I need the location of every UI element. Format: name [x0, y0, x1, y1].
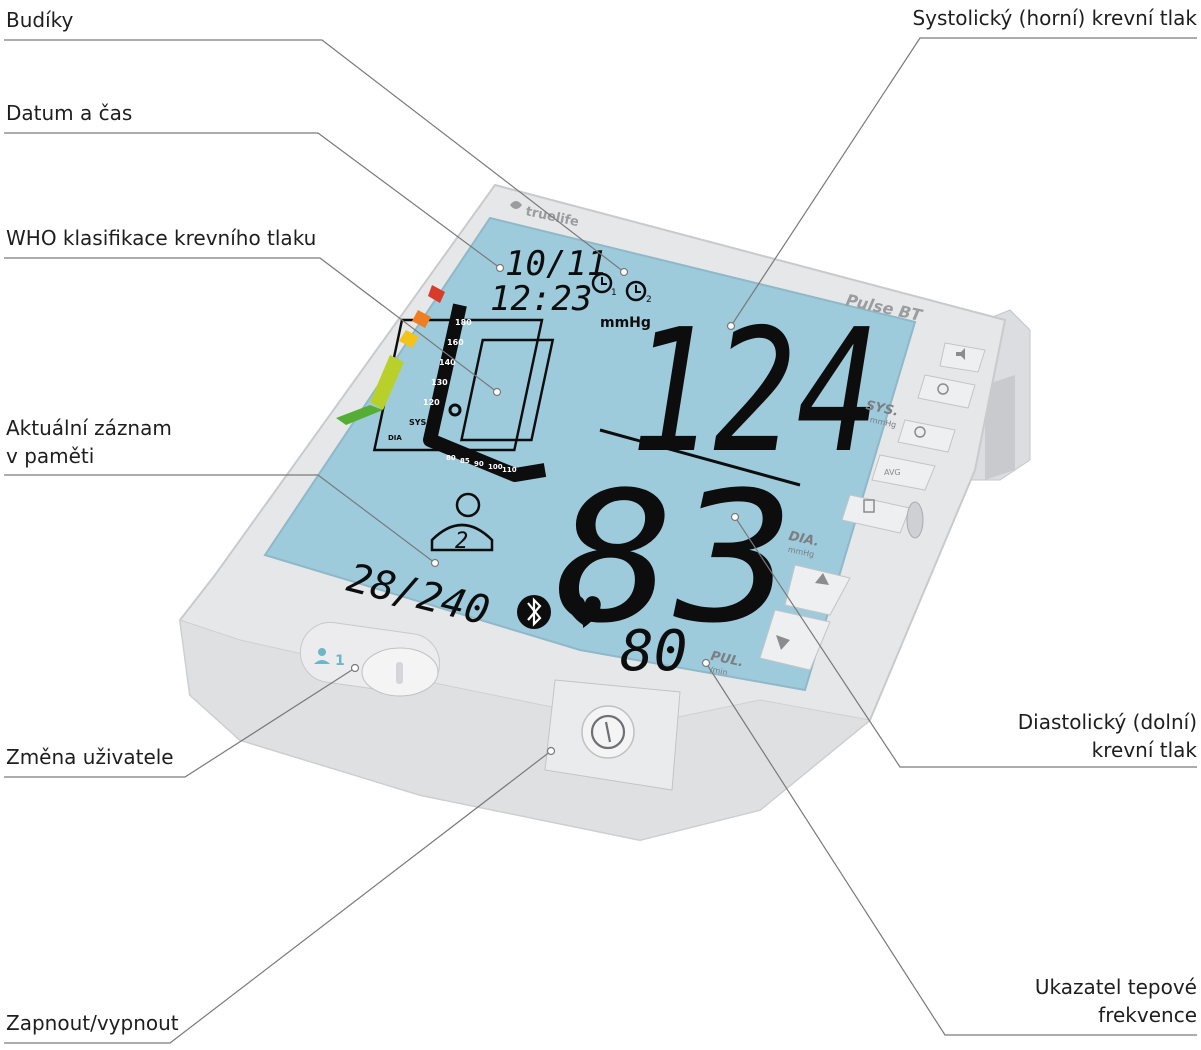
label-diastolic-line1: Diastolický (dolní) — [1017, 710, 1197, 734]
who-color-segment — [412, 310, 431, 328]
lcd-screen — [263, 216, 917, 692]
leader-systolic — [730, 37, 1197, 327]
memory-icon — [863, 499, 875, 513]
label-diastolic: Diastolický (dolní) krevní tlak — [1018, 708, 1197, 764]
label-pulse: Ukazatel tepové frekvence — [1035, 973, 1197, 1029]
leader-pulse — [705, 662, 1197, 1036]
who-sys-tick: 130 — [431, 378, 448, 387]
label-systolic: Systolický (horní) krevní tlak — [912, 6, 1197, 30]
who-sys-tick: SYS — [409, 418, 427, 427]
clock-button[interactable] — [897, 419, 956, 453]
pul-label: PUL. — [709, 649, 745, 671]
label-memory-record-line2: v paměti — [6, 444, 95, 468]
label-alarms: Budíky — [6, 8, 74, 32]
leader-who — [4, 257, 498, 393]
label-pulse-line1: Ukazatel tepové — [1034, 975, 1197, 999]
who-dia-tick: 85 — [460, 457, 470, 465]
who-dia-tick: 80 — [446, 454, 456, 462]
down-button[interactable] — [759, 609, 831, 671]
label-who-classification: WHO klasifikace krevního tlaku — [6, 226, 317, 250]
who-color-strip — [336, 285, 445, 425]
leader-diastolic — [734, 516, 1197, 768]
label-memory-record-line1: Aktuální záznam — [6, 416, 172, 440]
who-color-segment — [428, 285, 445, 303]
power-icon — [590, 714, 626, 750]
label-diastolic-line2: krevní tlak — [1091, 738, 1197, 762]
lcd-pulse-value: 80 — [620, 619, 687, 684]
user-icon-small — [314, 648, 330, 664]
average-button[interactable]: AVG — [871, 454, 936, 491]
bluetooth-icon — [517, 595, 551, 629]
who-color-segment — [336, 405, 383, 425]
who-classification-chart — [372, 303, 555, 482]
down-arrow-icon — [776, 635, 790, 650]
who-dia-tick: 110 — [502, 466, 517, 474]
leader-power — [4, 750, 552, 1044]
dia-label: DIA. — [787, 529, 820, 550]
user-icon: 2 — [430, 492, 494, 554]
lcd-systolic-value: 124 — [630, 293, 880, 491]
sys-label: SYS. — [864, 398, 899, 420]
up-button[interactable] — [784, 564, 851, 616]
alarm-2-icon: 2 — [625, 280, 652, 305]
leader-memory — [4, 474, 436, 564]
alarm-icon — [937, 383, 949, 395]
clock-icon — [914, 426, 926, 438]
up-arrow-icon — [815, 573, 829, 585]
average-icon: AVG — [884, 468, 901, 477]
leader-date-time — [4, 132, 501, 269]
speaker-button[interactable] — [939, 342, 986, 373]
leader-alarms — [4, 39, 625, 273]
truelife-logo-icon — [510, 201, 522, 209]
who-dia-tick: 90 — [474, 460, 484, 468]
leader-user — [4, 667, 356, 778]
who-dia-tick: DIA — [388, 434, 402, 442]
who-sys-tick: 160 — [447, 338, 464, 347]
lcd-divider — [599, 428, 801, 487]
power-button[interactable] — [544, 679, 681, 791]
label-memory-record: Aktuální záznam v paměti — [6, 414, 172, 470]
who-color-segment — [370, 355, 404, 410]
cuff-port — [906, 501, 924, 539]
who-color-segment — [399, 330, 419, 348]
label-user-change: Změna uživatele — [6, 745, 174, 769]
who-sys-tick: 140 — [439, 358, 456, 367]
svg-text:1: 1 — [611, 288, 617, 298]
svg-text:2: 2 — [646, 295, 652, 305]
user-switch[interactable]: 1 — [297, 619, 444, 698]
speaker-icon — [956, 348, 965, 360]
user-number: 1 — [335, 653, 345, 669]
lcd-diastolic-value: 83 — [555, 454, 795, 663]
heart-icon — [567, 595, 601, 628]
alarm-button[interactable] — [917, 374, 976, 409]
alarm-1-icon: 1 — [591, 272, 617, 298]
label-power: Zapnout/vypnout — [6, 1011, 179, 1035]
svg-text:2: 2 — [455, 529, 468, 554]
who-dia-tick: 100 — [488, 463, 503, 471]
lcd-date: 10/11 — [505, 244, 607, 284]
memory-button[interactable] — [841, 494, 911, 534]
label-pulse-line2: frekvence — [1098, 1003, 1197, 1027]
lcd-time: 12:23 — [490, 279, 592, 319]
who-sys-tick: 120 — [423, 398, 440, 407]
label-date-time: Datum a čas — [6, 101, 133, 125]
lcd-unit: mmHg — [600, 315, 651, 331]
who-sys-tick: 180 — [455, 318, 472, 327]
